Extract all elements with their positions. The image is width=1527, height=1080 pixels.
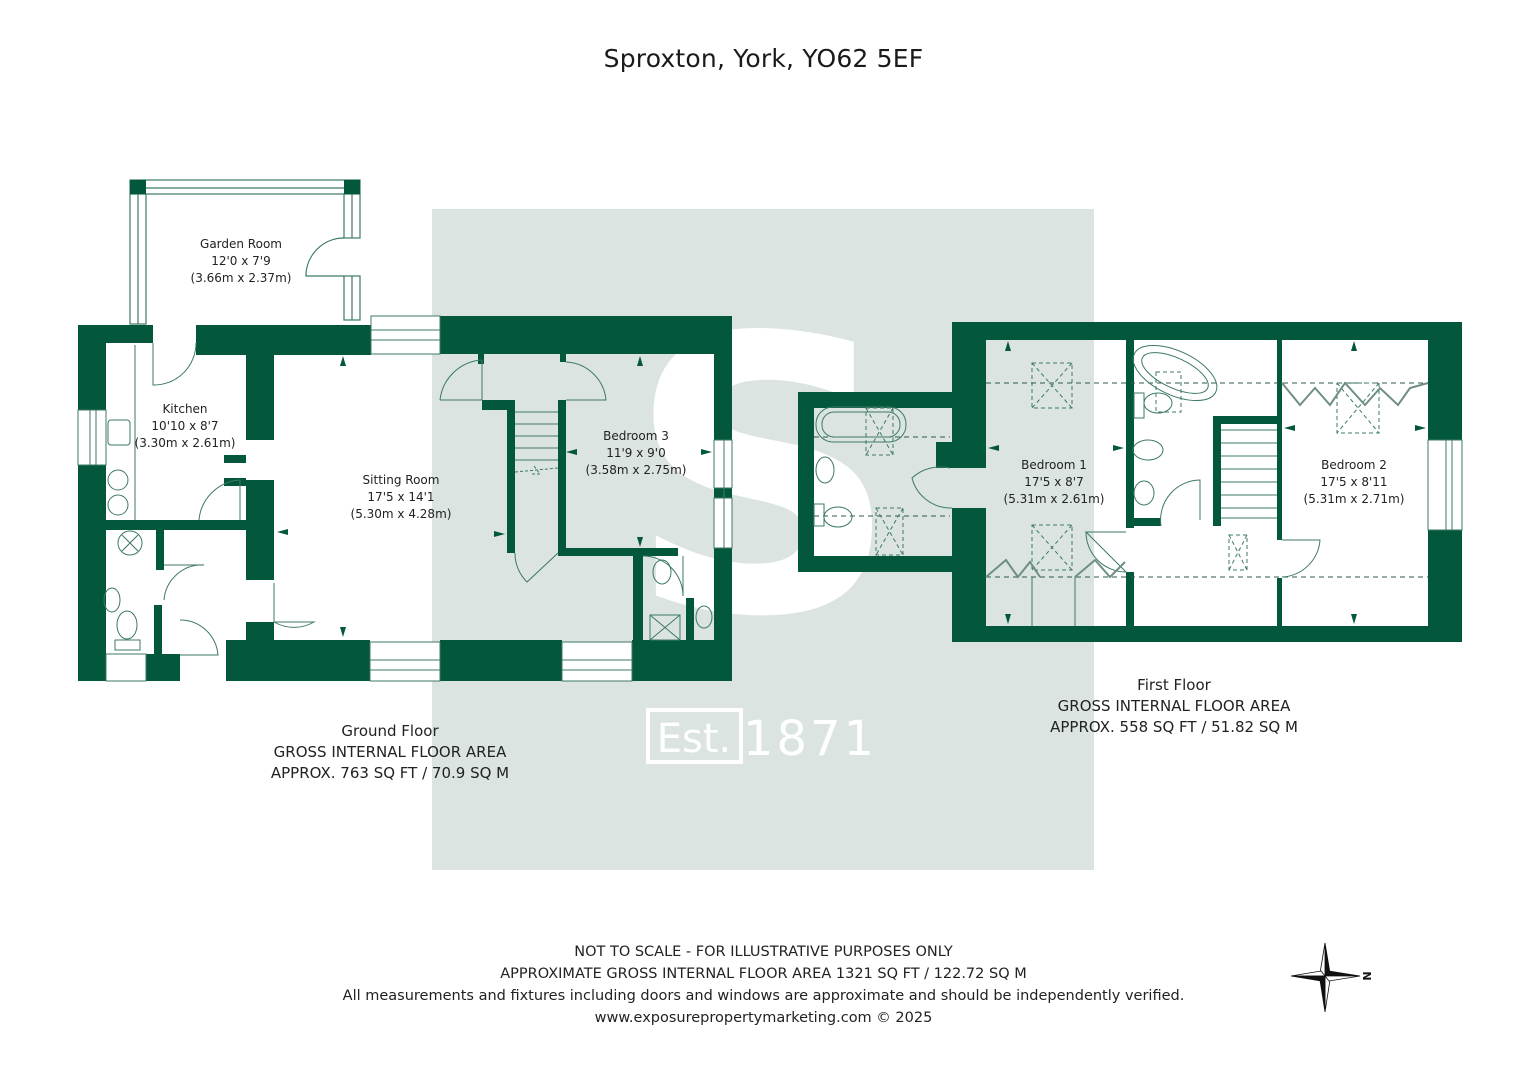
footer-disclaimer: NOT TO SCALE - FOR ILLUSTRATIVE PURPOSES…	[0, 941, 1527, 1029]
room-name: Sitting Room	[362, 473, 440, 487]
ground-floor-caption: Ground Floor GROSS INTERNAL FLOOR AREA A…	[260, 721, 520, 784]
room-label-kitchen: Kitchen 10'10 x 8'7 (3.30m x 2.61m)	[125, 401, 245, 452]
room-size-imperial: 17'5 x 14'1	[367, 490, 435, 504]
floor-area-heading: GROSS INTERNAL FLOOR AREA	[273, 743, 507, 761]
ground-floor-plan	[77, 179, 733, 682]
first-floor-plan	[798, 322, 1463, 642]
room-name: Bedroom 2	[1321, 458, 1387, 472]
first-floor-caption: First Floor GROSS INTERNAL FLOOR AREA AP…	[1039, 675, 1309, 738]
room-size-metric: (3.30m x 2.61m)	[134, 436, 236, 450]
scale-note: NOT TO SCALE - FOR ILLUSTRATIVE PURPOSES…	[574, 944, 953, 960]
floor-name: First Floor	[1137, 676, 1211, 694]
room-label-garden-room: Garden Room 12'0 x 7'9 (3.66m x 2.37m)	[181, 236, 301, 287]
room-size-imperial: 17'5 x 8'11	[1320, 475, 1388, 489]
room-size-metric: (5.31m x 2.71m)	[1303, 492, 1405, 506]
room-name: Bedroom 1	[1021, 458, 1087, 472]
compass-rose-icon: N	[1288, 940, 1373, 1019]
floor-area-value: APPROX. 763 SQ FT / 70.9 SQ M	[270, 764, 510, 782]
room-size-metric: (3.66m x 2.37m)	[190, 271, 292, 285]
room-label-sitting-room: Sitting Room 17'5 x 14'1 (5.30m x 4.28m)	[341, 472, 461, 523]
svg-text:N: N	[1360, 971, 1373, 980]
room-size-metric: (3.58m x 2.75m)	[585, 463, 687, 477]
room-name: Bedroom 3	[603, 429, 669, 443]
floor-area-value: APPROX. 558 SQ FT / 51.82 SQ M	[1050, 718, 1298, 736]
room-size-imperial: 11'9 x 9'0	[606, 446, 666, 460]
watermark: S Est. 1871	[432, 209, 1094, 870]
room-label-bedroom-3: Bedroom 3 11'9 x 9'0 (3.58m x 2.75m)	[576, 428, 696, 479]
svg-text:1871: 1871	[743, 711, 877, 767]
page-title: Sproxton, York, YO62 5EF	[603, 44, 924, 73]
floor-name: Ground Floor	[341, 722, 439, 740]
floor-area-heading: GROSS INTERNAL FLOOR AREA	[1057, 697, 1291, 715]
measurement-disclaimer: All measurements and fixtures including …	[342, 988, 1185, 1004]
room-size-metric: (5.30m x 4.28m)	[350, 507, 452, 521]
room-size-imperial: 10'10 x 8'7	[151, 419, 219, 433]
room-name: Kitchen	[162, 402, 208, 416]
copyright-link: www.exposurepropertymarketing.com © 2025	[594, 1010, 933, 1026]
room-name: Garden Room	[200, 237, 282, 251]
room-label-bedroom-1: Bedroom 1 17'5 x 8'7 (5.31m x 2.61m)	[994, 457, 1114, 508]
room-size-imperial: 12'0 x 7'9	[211, 254, 271, 268]
room-size-metric: (5.31m x 2.61m)	[1003, 492, 1105, 506]
room-size-imperial: 17'5 x 8'7	[1024, 475, 1084, 489]
room-label-bedroom-2: Bedroom 2 17'5 x 8'11 (5.31m x 2.71m)	[1294, 457, 1414, 508]
total-area: APPROXIMATE GROSS INTERNAL FLOOR AREA 13…	[500, 966, 1027, 982]
svg-text:Est.: Est.	[657, 716, 732, 762]
